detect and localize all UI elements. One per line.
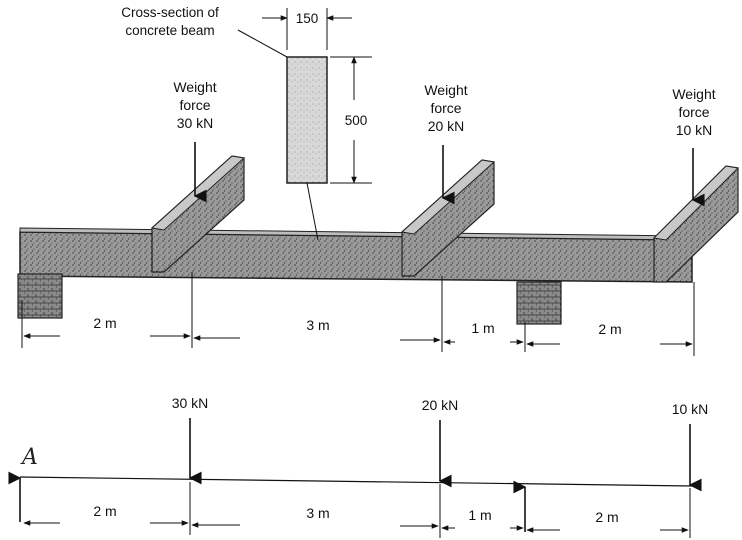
fbd-span-4: 2 m [595,509,618,525]
fbd-span-3: 1 m [468,507,491,523]
support-a-label: A [20,445,38,470]
free-body-diagram [8,418,702,538]
section-caption-line2: concrete beam [125,23,214,38]
load1-line2: force [179,97,210,113]
concrete-beam-illustration [17,8,740,356]
load1-line1: Weight [173,79,216,95]
fbd-load-1: 30 kN [172,395,209,411]
load3-line1: Weight [672,86,715,102]
load3-line3: 10 kN [676,122,713,138]
fbd-span-1: 2 m [93,503,116,519]
load2-line1: Weight [424,82,467,98]
top-span-4: 2 m [598,321,621,337]
fbd-span-2: 3 m [306,505,329,521]
top-span-2: 3 m [306,317,329,333]
section-width-label: 150 [296,11,319,26]
load2-line2: force [430,100,461,116]
top-span-1: 2 m [93,315,116,331]
load2-line3: 20 kN [428,118,465,134]
top-span-3: 1 m [471,320,494,336]
fbd-load-3: 10 kN [672,401,709,417]
section-height-label: 500 [345,113,368,128]
load1-line3: 30 kN [177,115,214,131]
cross-section-rect [286,56,328,184]
section-caption-line1: Cross-section of [121,5,219,20]
load3-line2: force [678,104,709,120]
fbd-load-2: 20 kN [422,397,459,413]
